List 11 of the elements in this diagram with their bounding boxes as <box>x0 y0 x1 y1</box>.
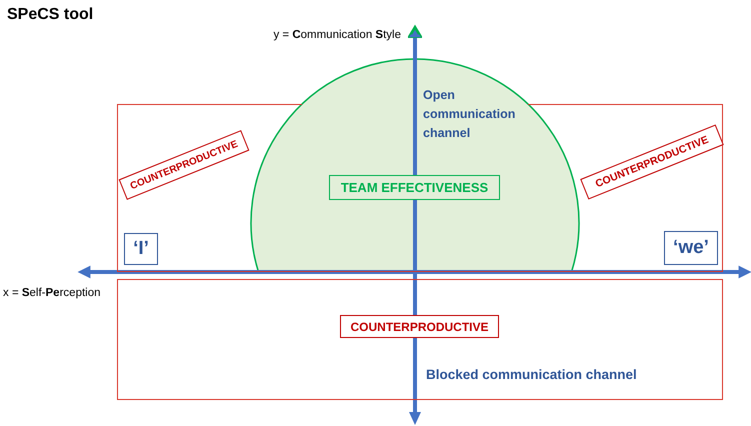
axis-label: y = Communication Style <box>272 29 401 41</box>
label-box: TEAM EFFECTIVENESS <box>329 175 500 200</box>
axis-label: x = Self-Perception <box>3 287 102 299</box>
region-box <box>117 104 723 272</box>
label-box: ‘we’ <box>664 231 718 265</box>
label-box: COUNTERPRODUCTIVE <box>340 315 499 338</box>
axis-label: Open communication channel <box>423 87 516 142</box>
region-box <box>117 279 723 400</box>
title: SPeCS tool <box>7 6 94 24</box>
axis-label: Blocked communication channel <box>426 367 638 382</box>
label-box: ‘I’ <box>124 233 158 265</box>
